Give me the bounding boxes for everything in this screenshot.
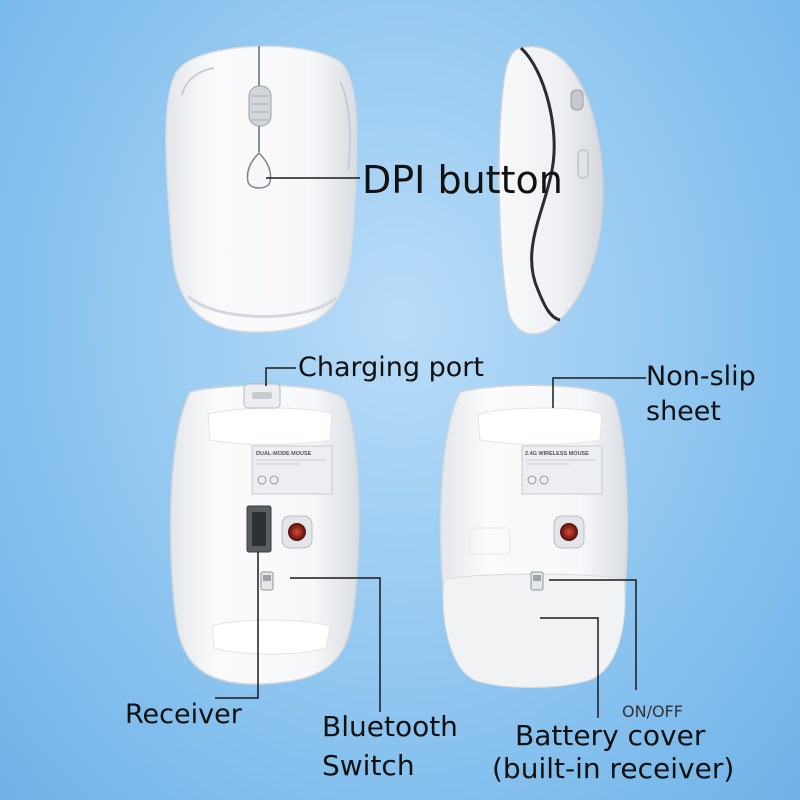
non-slip-sheet: [477, 407, 603, 445]
mouse-bottom-wireless: 2.4G WIRELESS MOUSE: [439, 384, 628, 688]
mouse-side-view: [498, 45, 604, 335]
non-slip-label-line2: sheet: [646, 396, 721, 427]
receiver-label: Receiver: [125, 699, 242, 730]
bluetooth-label-line2: Switch: [322, 749, 415, 782]
sticker-title-dual: DUAL-MODE MOUSE: [256, 451, 312, 457]
non-slip-callout-line: [552, 377, 646, 408]
battery-callout-line: [540, 617, 599, 718]
non-slip-label-line1: Non-slip: [646, 361, 756, 392]
dpi-button-label: DPI button: [362, 158, 563, 202]
mouse-top-view: [165, 45, 358, 333]
mouse-bottom-dual: DUAL-MODE MOUSE: [169, 383, 360, 685]
callout-lines: [215, 177, 646, 718]
battery-cover-label-line2: (built-in receiver): [492, 752, 735, 785]
bluetooth-callout-line: [290, 577, 381, 712]
charging-callout-line: [265, 367, 296, 386]
charging-port-label: Charging port: [298, 352, 484, 383]
battery-cover-label-line1: Battery cover: [515, 719, 706, 752]
battery-cover: [442, 573, 626, 688]
dpi-button: [246, 151, 272, 189]
sticker-title-wireless: 2.4G WIRELESS MOUSE: [525, 451, 589, 457]
on-off-label: ON/OFF: [622, 702, 683, 721]
onoff-callout-line: [549, 579, 637, 690]
bluetooth-label-line1: Bluetooth: [322, 710, 458, 743]
optical-sensor-dual: [288, 523, 306, 541]
optical-sensor-wireless: [560, 523, 578, 541]
receiver-callout-line: [215, 552, 259, 699]
label-sticker-wireless: [521, 445, 603, 495]
label-sticker-dual: [251, 445, 333, 495]
